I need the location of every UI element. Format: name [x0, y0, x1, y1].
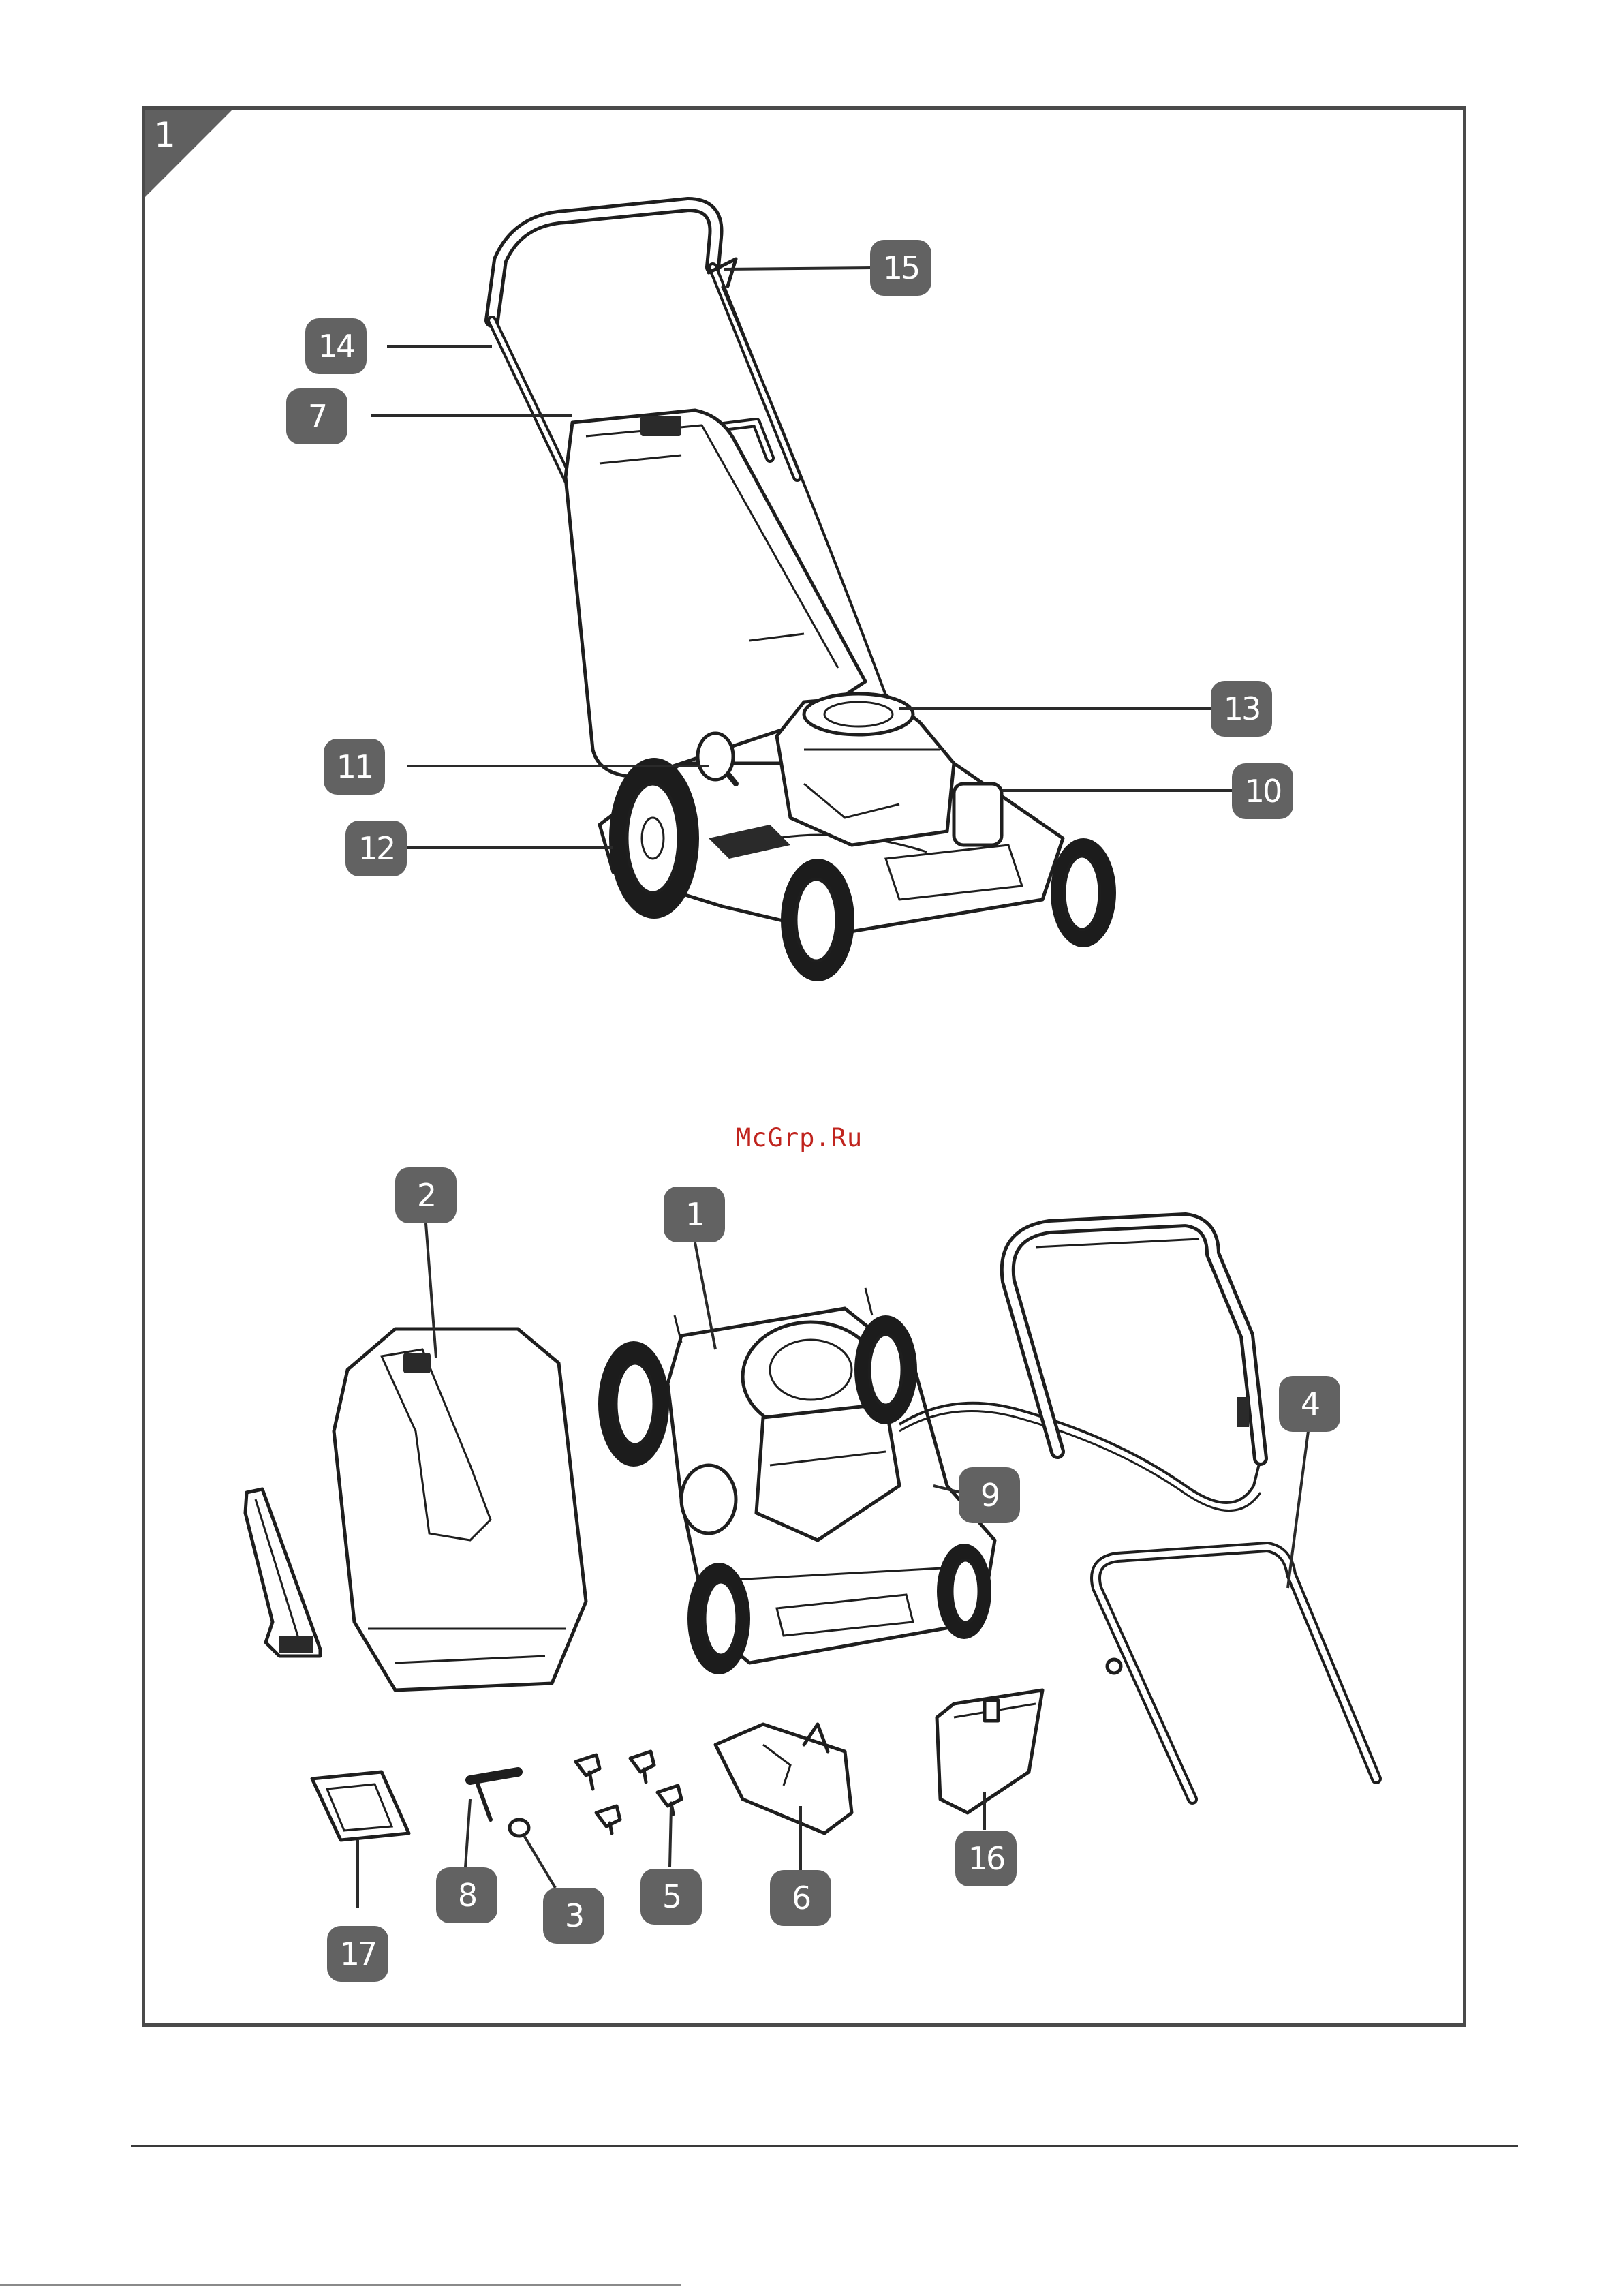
spark-plug-wrench-icon [470, 1772, 518, 1820]
bowden-cable [899, 1403, 1261, 1503]
nut-icon [510, 1820, 529, 1836]
grass-catcher-icon [334, 1329, 586, 1690]
lower-handle-icon [1096, 1547, 1376, 1799]
lawn-mower-assembled-icon [492, 204, 1116, 981]
callout-4: 4 [1279, 1376, 1340, 1432]
star-knobs-icon [576, 1751, 681, 1833]
callout-11: 11 [324, 739, 385, 795]
mulch-plug-icon [715, 1724, 852, 1833]
leader-5 [670, 1806, 671, 1867]
callout-15: 15 [870, 240, 931, 296]
footer-rule [131, 2145, 1518, 2147]
callout-14: 14 [305, 318, 367, 374]
callout-5: 5 [640, 1869, 702, 1925]
leader-4 [1288, 1431, 1308, 1588]
callout-3: 3 [543, 1888, 604, 1944]
watermark: McGrp.Ru [736, 1123, 863, 1152]
callout-17: 17 [327, 1926, 388, 1982]
callout-7: 7 [286, 388, 347, 444]
side-discharge-chute-icon [937, 1690, 1042, 1813]
callout-13: 13 [1211, 681, 1272, 737]
callout-10: 10 [1232, 763, 1293, 819]
leader-3 [525, 1837, 555, 1888]
callout-6: 6 [770, 1870, 831, 1926]
callout-16: 16 [955, 1831, 1017, 1886]
mower-body-icon [598, 1288, 995, 1674]
manual-sheet-icon [312, 1772, 409, 1840]
callout-12: 12 [345, 821, 407, 876]
callout-2: 2 [395, 1167, 457, 1223]
callout-8: 8 [436, 1867, 497, 1923]
catcher-handle-icon [245, 1489, 320, 1656]
leader-15 [724, 268, 872, 269]
bottom-rule [0, 2284, 681, 2286]
callout-9: 9 [959, 1467, 1020, 1523]
upper-handle-icon [1008, 1220, 1261, 1458]
callout-1: 1 [664, 1187, 725, 1242]
leader-8 [465, 1799, 470, 1867]
